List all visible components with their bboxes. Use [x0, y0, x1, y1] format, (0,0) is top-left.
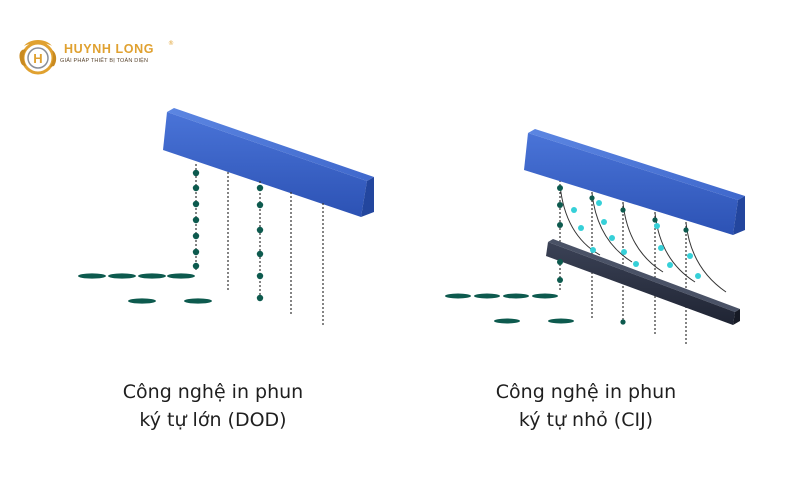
cij-deflector-plate [546, 239, 740, 325]
cij-diagram [445, 129, 745, 344]
caption-dod-line2: ký tự lớn (DOD) [139, 409, 287, 431]
cij-streams [559, 180, 687, 344]
brand-logo: H HUYNH LONG ® GIẢI PHÁP THIẾT BỊ TOÀN D… [16, 36, 196, 86]
caption-dod: Công nghệ in phun ký tự lớn (DOD) [63, 378, 363, 434]
brand-tagline: GIẢI PHÁP THIẾT BỊ TOÀN DIỆN [60, 58, 149, 64]
registered-mark: ® [168, 40, 174, 47]
dragon-emblem-icon: H [19, 40, 57, 75]
cij-droplets [557, 185, 689, 325]
dod-printed-dots [78, 273, 212, 304]
dod-nozzle-bar [163, 108, 374, 217]
dod-diagram [78, 108, 374, 326]
cij-printed-dots [445, 293, 574, 324]
brand-name: HUYNH LONG [64, 42, 155, 56]
caption-dod-line1: Công nghệ in phun [122, 381, 304, 403]
cij-charged-droplets [571, 200, 701, 279]
cij-nozzle-bar [524, 129, 745, 235]
caption-cij-line2: ký tự nhỏ (CIJ) [518, 409, 654, 431]
caption-cij: Công nghệ in phun ký tự nhỏ (CIJ) [436, 378, 736, 434]
dod-droplets [192, 169, 264, 302]
svg-text:H: H [33, 51, 42, 66]
caption-cij-line1: Công nghệ in phun [495, 381, 677, 403]
